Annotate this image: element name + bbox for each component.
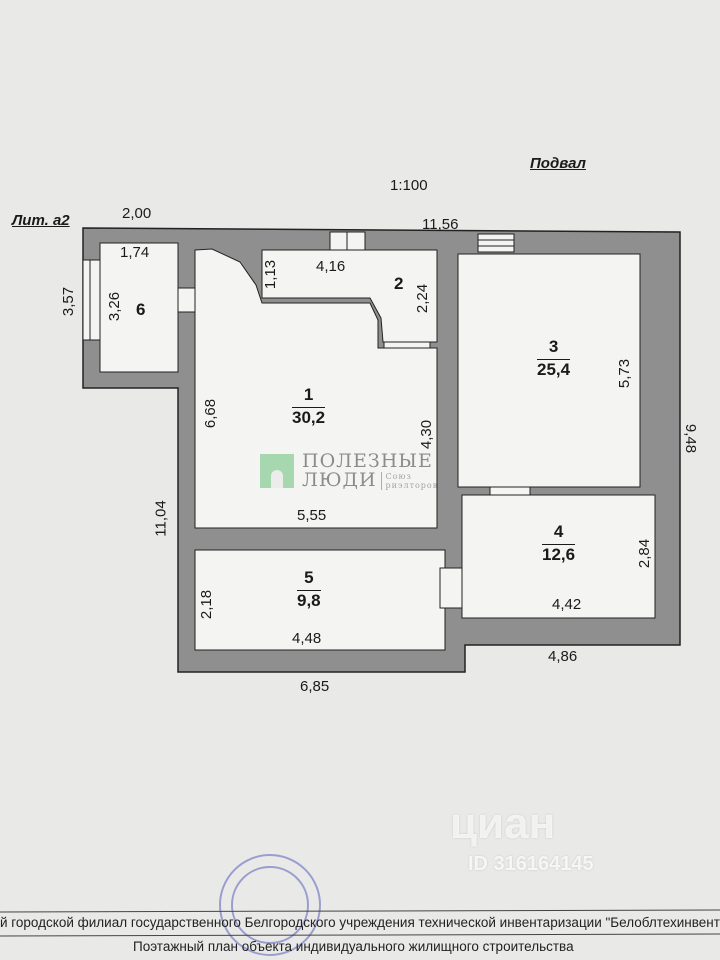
room-6-label: 6 — [136, 300, 146, 319]
logo-mark-icon — [260, 454, 294, 488]
logo-line2: ЛЮДИ — [302, 469, 377, 491]
room-2-label: 2 — [394, 274, 404, 293]
stamp — [219, 854, 321, 956]
dim-room4-width: 4,42 — [552, 596, 582, 613]
room-3-floor — [457, 253, 641, 488]
room-area: 30,2 — [292, 408, 326, 427]
dim-room1-height: 6,68 — [202, 398, 220, 429]
dim-room5-width: 4,48 — [292, 630, 322, 647]
room-area: 12,6 — [542, 545, 576, 564]
dim-room1-right: 4,30 — [418, 419, 436, 450]
room-6-floor — [99, 242, 179, 373]
logo-sub: Союз риэлторов — [380, 472, 437, 490]
dim-left-total: 11,04 — [152, 500, 170, 537]
room-4-floor — [461, 494, 656, 619]
room-area: 25,4 — [537, 360, 571, 379]
plan-title: Подвал — [530, 155, 586, 172]
dim-bottom-right: 4,86 — [548, 648, 578, 665]
cian-id-watermark: ID 316164145 — [468, 853, 594, 875]
windows — [82, 231, 531, 609]
lit-label: Лит. а2 — [12, 212, 70, 229]
dim-room2-height: 2,24 — [414, 283, 432, 314]
dim-room1-width: 5,55 — [297, 507, 327, 524]
footer-rule — [0, 909, 720, 913]
footer-document-title: Поэтажный план объекта индивидуального ж… — [133, 939, 574, 954]
dim-room2-width: 4,16 — [316, 258, 346, 275]
dim-room6-height: 3,26 — [106, 291, 124, 322]
dim-room4-height: 2,84 — [636, 538, 654, 569]
cian-watermark: циан — [450, 799, 556, 848]
room-number: 1 — [292, 385, 326, 408]
dim-top-left: 2,00 — [122, 205, 152, 222]
room-number: 4 — [542, 522, 576, 545]
dim-top-total: 11,56 — [422, 216, 459, 233]
footer-rule — [0, 933, 720, 937]
dim-bottom-left: 6,85 — [300, 678, 330, 695]
room-5-floor — [194, 549, 446, 651]
room-2-floor — [261, 249, 438, 343]
footer-organization: й городской филиал государственного Белг… — [0, 915, 720, 930]
dim-left-outer: 3,57 — [60, 286, 78, 317]
dim-room5-height: 2,18 — [198, 589, 216, 620]
logo-line1: ПОЛЕЗНЫЕ — [302, 450, 433, 472]
room-area: 9,8 — [297, 591, 321, 610]
room-number: 3 — [537, 337, 571, 360]
dim-room3-height: 5,73 — [616, 358, 634, 389]
room-number: 5 — [297, 568, 321, 591]
dim-room6-width: 1,74 — [120, 244, 150, 261]
plan-scale: 1:100 — [390, 177, 428, 194]
room-1-floor — [194, 248, 438, 529]
dim-room2-short: 1,13 — [262, 259, 280, 290]
dim-right-total: 9,48 — [682, 423, 700, 454]
